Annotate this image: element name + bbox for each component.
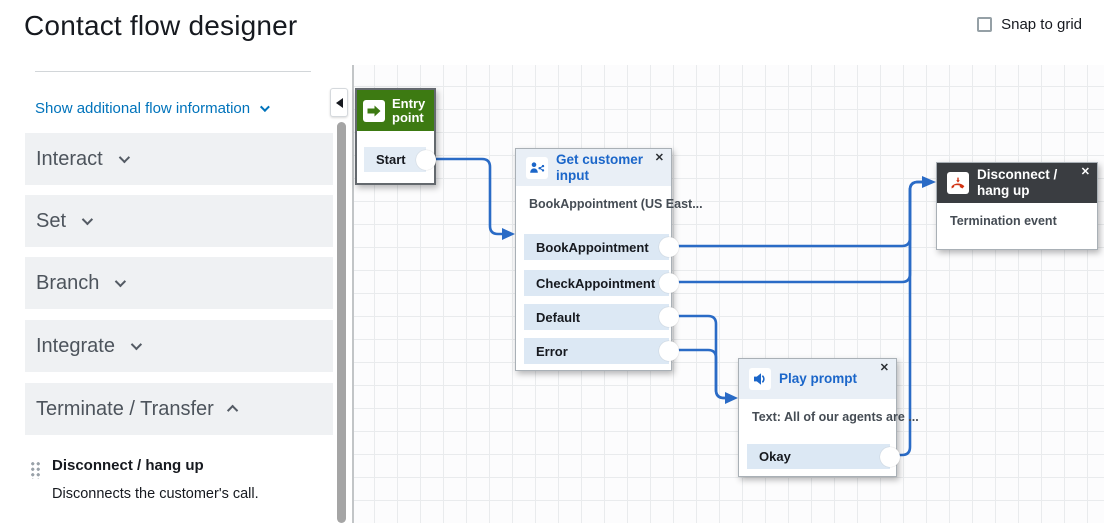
- chevron-up-icon: [226, 404, 239, 417]
- connector-port[interactable]: [659, 237, 679, 257]
- snap-to-grid-control: Snap to grid: [977, 16, 1082, 33]
- sidebar-section-interact[interactable]: Interact: [25, 133, 333, 185]
- connector-port[interactable]: [416, 149, 436, 170]
- node-parameter: BookAppointment (US East...: [529, 197, 703, 211]
- sidebar-divider: [35, 71, 311, 72]
- node-disconnect-hang-up[interactable]: Disconnect / hang up ✕ Termination event: [936, 162, 1098, 250]
- collapse-left-icon: [335, 97, 343, 108]
- output-error[interactable]: Error: [524, 338, 679, 364]
- get-customer-input-icon: [526, 156, 548, 179]
- chevron-down-icon: [118, 151, 130, 164]
- sidebar-collapse-button[interactable]: [330, 88, 348, 117]
- sidebar: Show additional flow information Interac…: [0, 60, 334, 523]
- node-title: Entry point: [392, 95, 426, 125]
- chevron-down-icon: [130, 338, 143, 351]
- chevron-down-icon: [260, 102, 270, 113]
- node-title: Play prompt: [779, 371, 858, 387]
- node-title: Get customer input: [556, 151, 644, 183]
- flow-canvas[interactable]: [352, 65, 1104, 523]
- close-icon[interactable]: ✕: [879, 362, 889, 374]
- show-flow-information-label: Show additional flow information: [35, 100, 251, 117]
- node-get-customer-input[interactable]: Get customer input ✕ BookAppointment (US…: [515, 148, 703, 371]
- connector-port[interactable]: [880, 446, 900, 467]
- node-parameter: Text: All of our agents are ...: [752, 410, 919, 424]
- disconnect-header: Disconnect / hang up ✕: [937, 163, 1097, 203]
- snap-to-grid-label: Snap to grid: [1001, 16, 1082, 33]
- entry-point-icon: [363, 99, 385, 122]
- connector-port[interactable]: [659, 341, 679, 361]
- sidebar-section-set[interactable]: Set: [25, 195, 333, 247]
- speaker-icon: [749, 368, 771, 390]
- close-icon[interactable]: ✕: [654, 152, 664, 164]
- page-title: Contact flow designer: [24, 10, 298, 41]
- output-checkappointment[interactable]: CheckAppointment: [524, 270, 679, 296]
- sidebar-section-terminate-transfer[interactable]: Terminate / Transfer: [25, 383, 333, 435]
- show-flow-information-link[interactable]: Show additional flow information: [35, 100, 270, 117]
- entry-point-header: Entry point: [357, 90, 434, 131]
- node-parameter: Termination event: [950, 214, 1057, 228]
- output-start[interactable]: Start: [364, 147, 436, 172]
- close-icon[interactable]: ✕: [1080, 166, 1090, 178]
- hang-up-phone-icon: [947, 172, 969, 194]
- chevron-down-icon: [115, 275, 127, 288]
- play-prompt-header: Play prompt ✕: [739, 359, 896, 399]
- node-entry-point[interactable]: Entry point Start: [355, 88, 436, 185]
- output-bookappointment[interactable]: BookAppointment: [524, 234, 679, 260]
- sidebar-scrollbar[interactable]: [337, 122, 346, 523]
- sidebar-section-branch[interactable]: Branch: [25, 257, 333, 309]
- connector-port[interactable]: [659, 307, 679, 327]
- connector-port[interactable]: [659, 273, 679, 293]
- chevron-down-icon: [81, 213, 94, 226]
- output-okay[interactable]: Okay: [747, 444, 900, 469]
- node-play-prompt[interactable]: Play prompt ✕ Text: All of our agents ar…: [738, 358, 919, 477]
- get-customer-input-header: Get customer input ✕: [516, 149, 671, 186]
- sidebar-section-integrate[interactable]: Integrate: [25, 320, 333, 372]
- drag-handle-icon[interactable]: [30, 461, 41, 479]
- snap-to-grid-checkbox[interactable]: [977, 17, 993, 32]
- node-title: Disconnect / hang up: [977, 167, 1058, 198]
- output-default[interactable]: Default: [524, 304, 679, 330]
